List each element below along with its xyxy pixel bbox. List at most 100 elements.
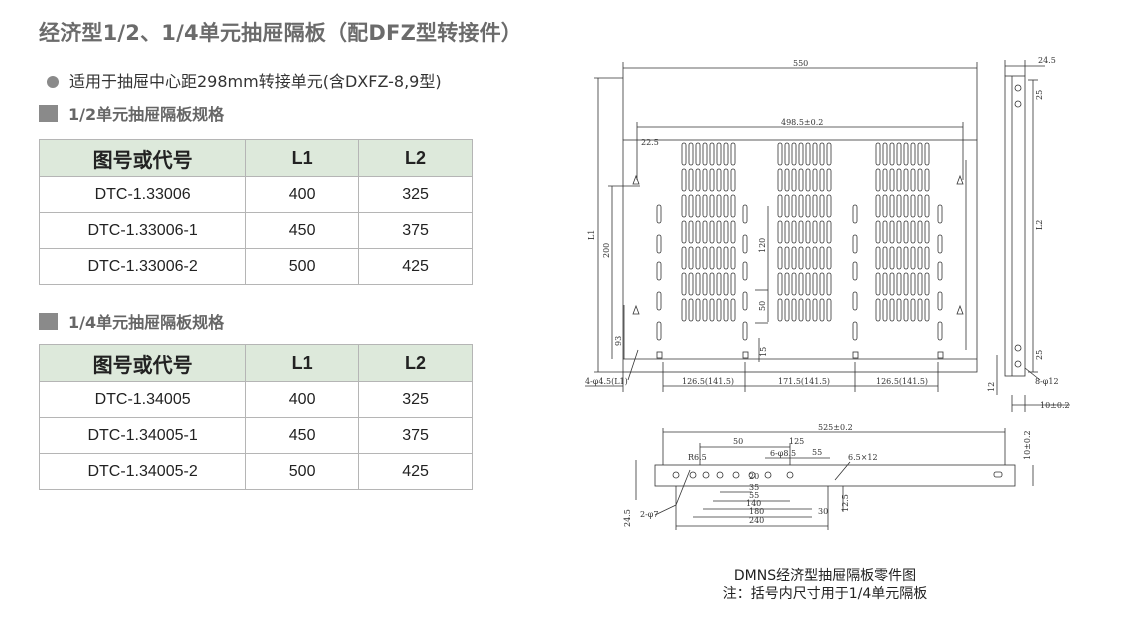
vent-slot [784, 298, 790, 322]
vent-slot [688, 168, 694, 192]
dim-50: 50 [758, 301, 767, 311]
vent-slot [812, 246, 818, 270]
vent-slot [826, 220, 832, 244]
cell-l2: 375 [358, 212, 473, 249]
dim-overall-width: 550 [793, 59, 808, 68]
vent-slot [826, 168, 832, 192]
vent-slot [709, 194, 715, 218]
cell-l1: 450 [245, 417, 360, 454]
dim-bottom-50: 50 [733, 437, 743, 446]
vent-slot [798, 194, 804, 218]
vent-slot [903, 220, 909, 244]
vent-slot [730, 298, 736, 322]
cell-drawing-no: DTC-1.33006 [38, 176, 247, 213]
vent-slot [777, 272, 783, 296]
vent-slot [805, 168, 811, 192]
vent-slot [798, 142, 804, 166]
vent-slot [777, 246, 783, 270]
vent-slot [730, 168, 736, 192]
vent-slot [784, 168, 790, 192]
vent-slot [812, 298, 818, 322]
cell-drawing-no: DTC-1.34005-2 [38, 453, 247, 490]
vent-slot [812, 194, 818, 218]
vent-slot [826, 246, 832, 270]
mount-slot [852, 321, 858, 341]
vent-slot [910, 298, 916, 322]
plate-outline [622, 139, 978, 373]
dim-120: 120 [758, 238, 767, 253]
dim-side-holes: 8-φ12 [1035, 377, 1059, 386]
vent-slot [681, 272, 687, 296]
dim-side-12: 12 [987, 382, 996, 392]
vent-slot [681, 298, 687, 322]
vent-slot [924, 298, 930, 322]
vent-slot [709, 272, 715, 296]
section-heading-quarter-unit: 1/4单元抽屉隔板规格 [39, 309, 224, 333]
vent-slot [819, 142, 825, 166]
vent-slot [812, 272, 818, 296]
vent-slot [924, 220, 930, 244]
dim-bottom-125: 125 [789, 437, 804, 446]
vent-slot [826, 298, 832, 322]
vent-slot [791, 298, 797, 322]
vent-slot [688, 220, 694, 244]
dim-bottom-20: 20 [749, 472, 759, 481]
vent-slot [924, 272, 930, 296]
hanger-hole [632, 304, 640, 315]
dim-200: 200 [602, 243, 611, 258]
vent-slot [805, 194, 811, 218]
vent-slot [875, 246, 881, 270]
vent-slot [910, 246, 916, 270]
mount-slot [937, 234, 943, 254]
table-row: DTC-1.34005 400 325 [38, 381, 473, 418]
header-l2: L2 [358, 344, 473, 382]
mount-slot [656, 234, 662, 254]
bottom-hole [764, 471, 772, 479]
vent-slot [805, 142, 811, 166]
vent-slot [688, 246, 694, 270]
vent-slot [777, 168, 783, 192]
hanger-hole [956, 304, 964, 315]
vent-slot [702, 246, 708, 270]
vent-slot [702, 194, 708, 218]
vent-slot [723, 194, 729, 218]
mount-slot [742, 234, 748, 254]
vent-slot [917, 220, 923, 244]
vent-slot [784, 246, 790, 270]
vent-slot [882, 298, 888, 322]
vent-slot [896, 298, 902, 322]
vent-slot [889, 246, 895, 270]
hanger-hole [956, 174, 964, 185]
vent-slot [681, 246, 687, 270]
dim-bottom-140: 140 [746, 499, 761, 508]
vent-slot [688, 298, 694, 322]
table-row: DTC-1.34005-2 500 425 [38, 453, 473, 490]
bottom-hole [786, 471, 794, 479]
vent-slot [681, 168, 687, 192]
vent-slot [882, 246, 888, 270]
vent-slot [681, 220, 687, 244]
vent-slot [791, 220, 797, 244]
dim-side-25b: 25 [1035, 350, 1044, 360]
vent-slot [681, 142, 687, 166]
section-heading-half-unit: 1/2单元抽屉隔板规格 [39, 101, 224, 125]
drawing-caption: DMNS经济型抽屉隔板零件图 [733, 568, 917, 584]
vent-slot [882, 142, 888, 166]
vent-slot [688, 142, 694, 166]
bottom-hole [702, 471, 710, 479]
vent-slot [791, 272, 797, 296]
vent-slot [875, 272, 881, 296]
vent-slot [910, 220, 916, 244]
header-l1: L1 [245, 344, 360, 382]
vent-slot [924, 246, 930, 270]
vent-slot [924, 168, 930, 192]
vent-slot [695, 168, 701, 192]
vent-slot [875, 142, 881, 166]
dim-bottom-holes6: 6-φ8.5 [770, 449, 796, 458]
vent-slot [716, 246, 722, 270]
mount-slot [937, 204, 943, 224]
dim-inner-width: 498.5±0.2 [781, 118, 823, 127]
vent-slot [819, 220, 825, 244]
header-l1: L1 [245, 139, 360, 177]
dim-93: 93 [614, 336, 623, 346]
